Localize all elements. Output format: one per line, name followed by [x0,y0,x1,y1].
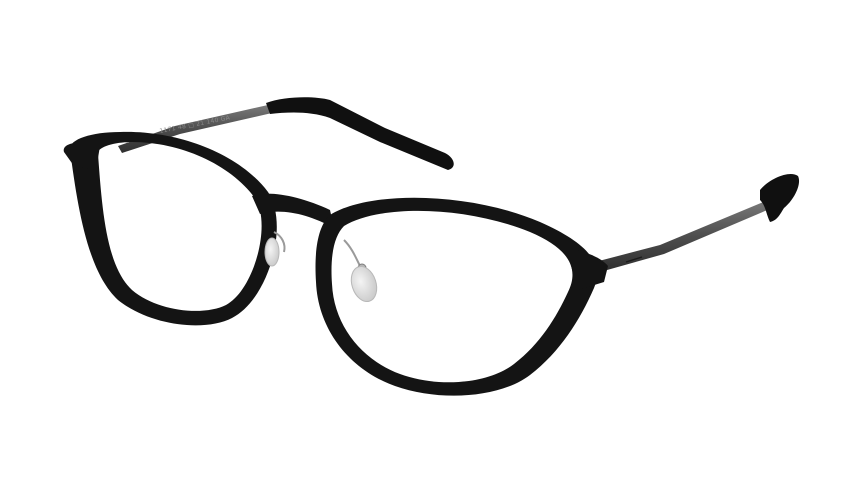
left-lens [63,131,277,326]
left-hinge-end-piece [63,142,100,170]
right-nose-pad-arm [343,239,361,267]
nose-pads [264,231,378,303]
left-nose-pad [264,237,280,267]
left-nose-pad-arm [273,231,286,253]
right-hinge-end-piece [566,248,608,290]
near-temple-tip [760,173,800,222]
right-rim [315,197,597,396]
near-temple-metal-arm [595,200,772,272]
near-temple [595,173,800,272]
temple-logo-mark [625,256,643,263]
bridge [252,193,334,228]
right-nose-pad [350,265,378,303]
left-rim [69,131,277,326]
right-lens [315,197,608,396]
far-temple-tip [266,97,454,170]
